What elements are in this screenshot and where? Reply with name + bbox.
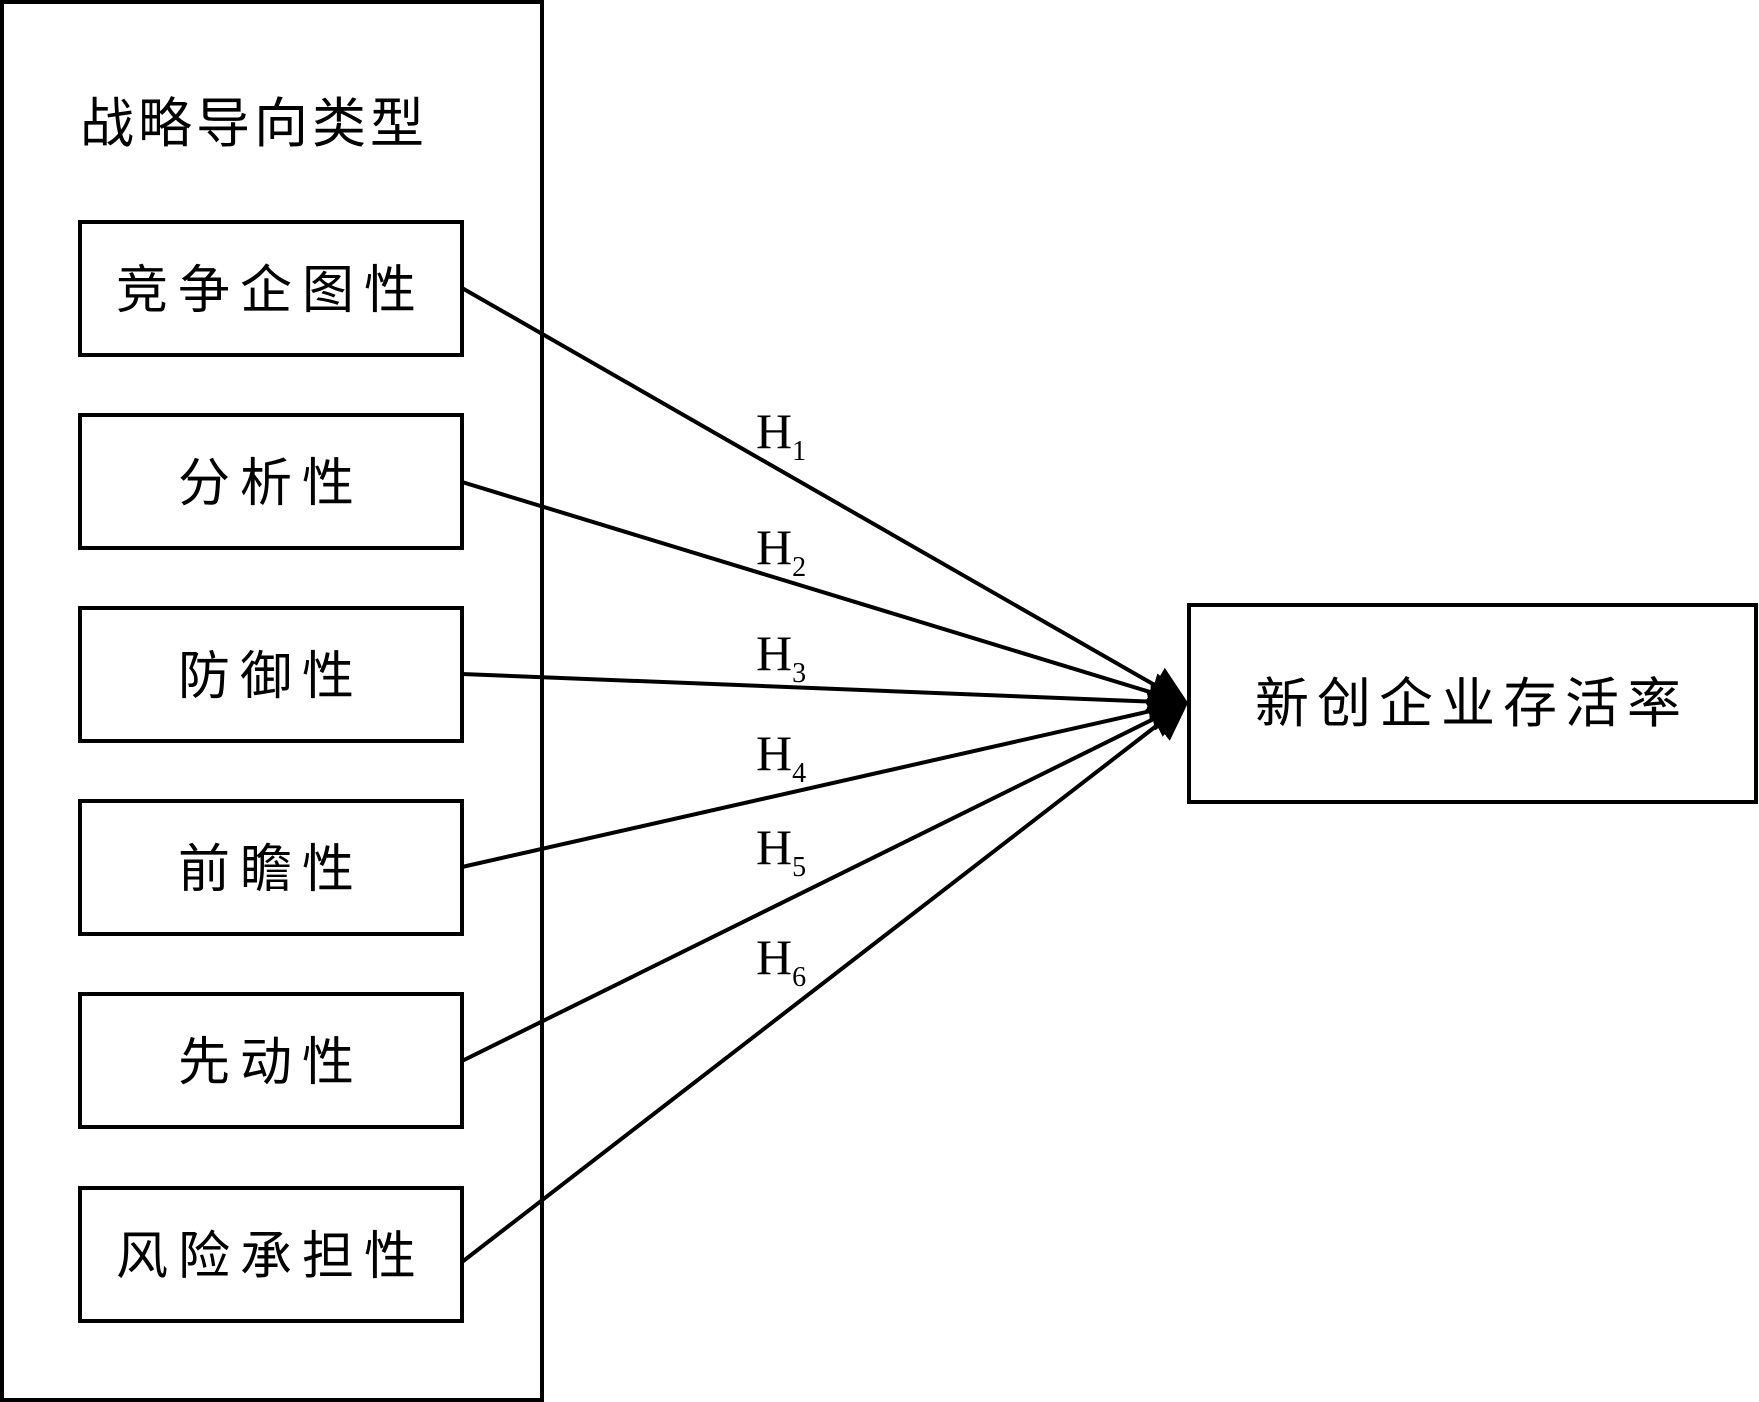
hypothesis-label-h3: H3 <box>756 625 806 689</box>
dimension-box <box>78 413 464 550</box>
dimension-label: 风险承担性 <box>116 1227 426 1287</box>
dimension-竞争企图性: 竞争企图性 <box>78 220 464 357</box>
hypothesis-label-h6: H6 <box>756 929 806 993</box>
dimension-box <box>78 220 464 357</box>
dimension-先动性: 先动性 <box>78 992 464 1129</box>
strategic-orientation-group-box <box>0 0 544 1402</box>
dimension-label: 防御性 <box>178 647 364 707</box>
hypothesis-label-h5: H5 <box>756 819 806 883</box>
arrow-h6 <box>460 700 1190 1264</box>
dimension-label: 先动性 <box>178 1033 364 1093</box>
hypothesis-arrows <box>460 286 1190 1264</box>
dimension-box <box>78 992 464 1129</box>
arrow-h1 <box>461 286 1190 705</box>
group-title: 战略导向类型 <box>80 92 428 155</box>
arrow-h2 <box>461 480 1190 712</box>
outcome-label: 新创企业存活率 <box>1255 672 1689 735</box>
dimension-box <box>78 799 464 936</box>
dimension-防御性: 防御性 <box>78 606 464 743</box>
arrow-h3 <box>461 672 1190 722</box>
dimension-label: 竞争企图性 <box>116 261 426 321</box>
dimension-风险承担性: 风险承担性 <box>78 1186 464 1323</box>
dimension-label: 分析性 <box>178 454 364 514</box>
dimension-box <box>78 1186 464 1323</box>
dimension-前瞻性: 前瞻性 <box>78 799 464 936</box>
arrow-h5 <box>461 701 1190 1063</box>
arrow-h4 <box>461 691 1190 869</box>
hypothesis-label-h1: H1 <box>756 403 806 467</box>
hypothesis-label-h4: H4 <box>756 725 806 789</box>
dimension-label: 前瞻性 <box>178 840 364 900</box>
dimension-分析性: 分析性 <box>78 413 464 550</box>
hypothesis-label-h2: H2 <box>756 519 806 583</box>
